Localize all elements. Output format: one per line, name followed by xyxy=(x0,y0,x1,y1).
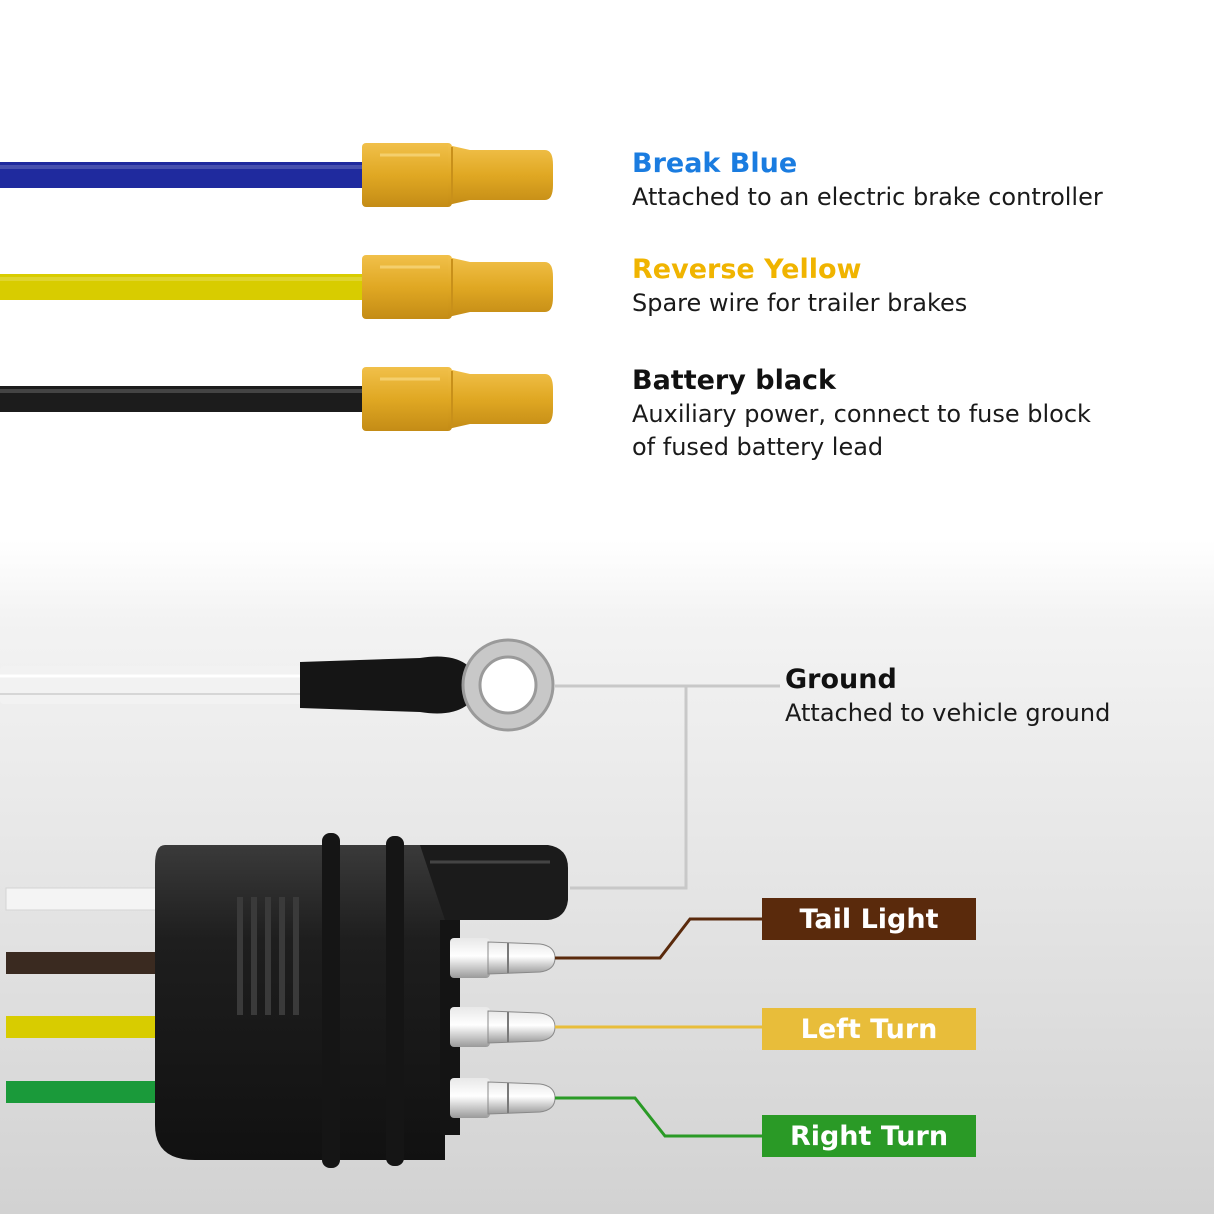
ground-label: Ground Attached to vehicle ground xyxy=(785,663,1110,730)
spade-terminal-icon xyxy=(362,143,553,207)
spade-terminal-icon xyxy=(362,255,553,319)
spade-terminal-icon xyxy=(362,367,553,431)
reverse-yellow-label: Reverse Yellow Spare wire for trailer br… xyxy=(632,253,967,320)
ground-title: Ground xyxy=(785,664,897,695)
right-turn-badge: Right Turn xyxy=(762,1115,976,1157)
top-wire-1 xyxy=(0,162,370,188)
bullet-pin-icon xyxy=(450,938,556,978)
heat-shrink-sleeve xyxy=(300,656,480,714)
bullet-pin-icon xyxy=(450,1078,556,1118)
connector-ground-leader xyxy=(570,686,688,890)
reverse-yellow-desc: Spare wire for trailer brakes xyxy=(632,289,968,317)
tail-light-badge: Tail Light xyxy=(762,898,976,940)
bullet-pin-icon xyxy=(450,1007,556,1047)
connector-wire-2 xyxy=(6,1016,166,1038)
brake-blue-desc: Attached to an electric brake controller xyxy=(632,183,1103,211)
grip-ridges-icon xyxy=(237,897,299,1015)
top-wire-group xyxy=(0,143,553,431)
white-wire xyxy=(5,887,167,911)
battery-black-label: Battery black Auxiliary power, connect t… xyxy=(632,364,1091,464)
ground-wire xyxy=(0,638,555,732)
top-wire-2 xyxy=(0,274,370,300)
trailer-connector xyxy=(155,833,568,1168)
reverse-yellow-title: Reverse Yellow xyxy=(632,254,862,285)
ground-desc: Attached to vehicle ground xyxy=(785,699,1111,727)
connector-wire-1 xyxy=(6,952,166,974)
pin-leader-line-1 xyxy=(555,917,762,960)
battery-black-desc-line-2: of fused battery lead xyxy=(632,433,884,461)
top-wire-3 xyxy=(0,386,370,412)
brake-blue-label: Break Blue Attached to an electric brake… xyxy=(632,147,1103,214)
pin-leader-line-3 xyxy=(555,1096,762,1138)
left-turn-badge: Left Turn xyxy=(762,1008,976,1050)
connector-wire-3 xyxy=(6,1081,166,1103)
brake-blue-title: Break Blue xyxy=(632,148,798,179)
battery-black-title: Battery black xyxy=(632,365,837,396)
connector-wire-group xyxy=(6,952,166,1103)
ground-socket xyxy=(420,845,568,920)
connector-pin-group xyxy=(450,917,762,1138)
battery-black-desc-line-1: Auxiliary power, connect to fuse block xyxy=(632,400,1091,428)
